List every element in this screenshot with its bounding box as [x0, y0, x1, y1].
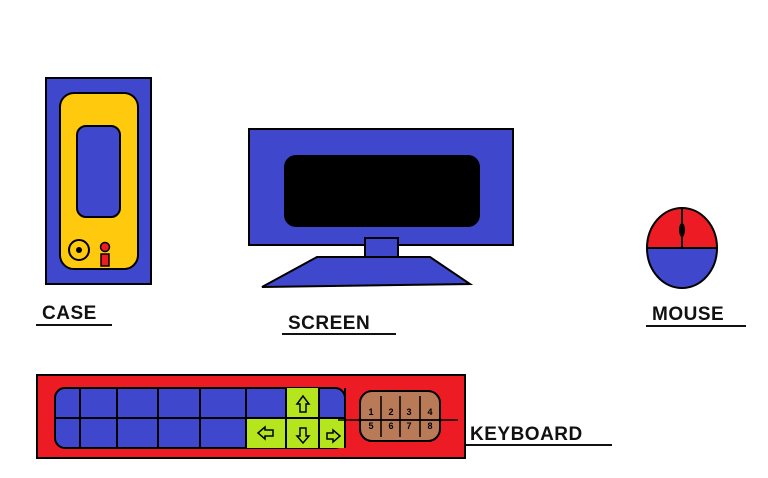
led-indicator-icon — [99, 241, 111, 253]
keypad-key: 5 — [368, 421, 373, 431]
mouse — [646, 207, 718, 289]
mouse-underline — [646, 325, 746, 327]
arrow-down-icon — [295, 427, 311, 445]
arrow-left-icon — [256, 425, 274, 441]
keypad-key: 2 — [388, 407, 393, 417]
keypad-key: 3 — [406, 407, 411, 417]
keyboard-underline — [466, 444, 612, 446]
case-label: CASE — [42, 303, 97, 324]
arrow-up-icon — [295, 394, 311, 413]
screen-label: SCREEN — [288, 313, 371, 334]
monitor — [248, 128, 514, 288]
keyboard-label: KEYBOARD — [470, 424, 583, 445]
case-underline — [36, 324, 112, 326]
keypad-key: 4 — [427, 407, 432, 417]
keypad-key: 1 — [368, 407, 373, 417]
monitor-display — [284, 155, 480, 227]
monitor-stand — [261, 256, 474, 288]
screen-underline — [282, 333, 396, 335]
keypad-key: 8 — [427, 421, 432, 431]
computer-case — [45, 77, 152, 285]
monitor-neck — [364, 237, 399, 258]
keypad-key: 6 — [388, 421, 393, 431]
keypad-key: 7 — [406, 421, 411, 431]
scroll-wheel-icon — [679, 223, 685, 237]
arrow-right-icon — [326, 428, 342, 444]
mouse-label: MOUSE — [652, 304, 725, 325]
keyboard: 1 2 3 4 5 6 7 8 — [36, 374, 466, 459]
